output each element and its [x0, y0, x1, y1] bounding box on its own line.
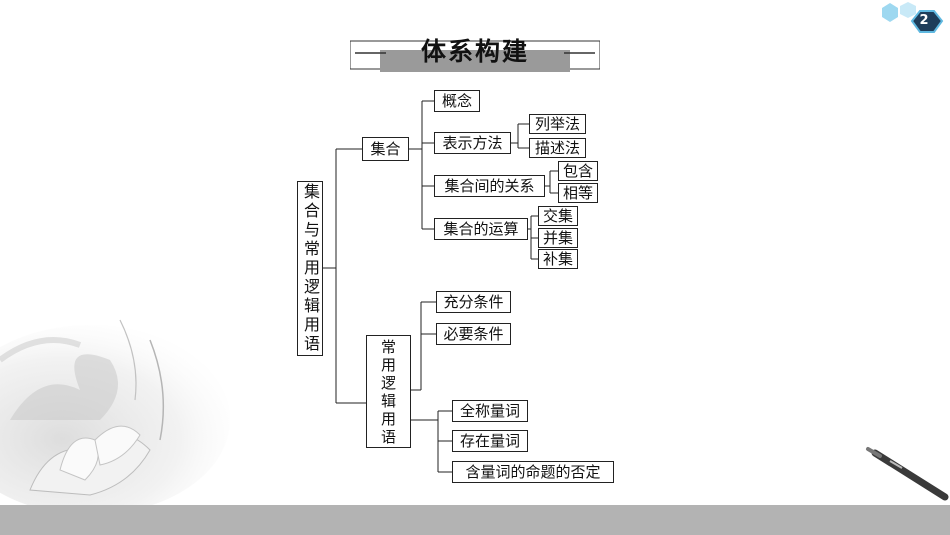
node-universal-label: 全称量词: [459, 401, 520, 420]
node-intersection-label: 交集: [542, 206, 573, 225]
node-logic-label: 常用逻辑用语: [380, 337, 396, 446]
node-logic: 常用逻辑用语: [366, 335, 411, 448]
node-existential: 存在量词: [452, 430, 528, 452]
footer-bar: [0, 505, 950, 535]
node-necessary-label: 必要条件: [443, 324, 504, 343]
node-union-label: 并集: [542, 228, 573, 247]
node-operations: 集合的运算: [434, 218, 528, 240]
node-existential-label: 存在量词: [459, 431, 520, 450]
node-subset-label: 包含: [562, 161, 593, 180]
section-title: 体系构建: [420, 37, 529, 66]
node-relations: 集合间的关系: [434, 175, 545, 197]
node-intersection: 交集: [538, 206, 578, 226]
node-description: 描述法: [529, 138, 586, 158]
node-representation-label: 表示方法: [442, 133, 503, 152]
node-enumeration: 列举法: [529, 114, 586, 134]
node-necessary: 必要条件: [436, 323, 511, 345]
node-negation: 含量词的命题的否定: [452, 461, 614, 483]
node-subset: 包含: [558, 161, 598, 181]
node-negation-label: 含量词的命题的否定: [465, 462, 601, 481]
node-set: 集合: [362, 137, 409, 161]
page-number-badge: [882, 2, 944, 33]
node-sufficient-label: 充分条件: [443, 292, 504, 311]
node-complement-label: 补集: [542, 249, 573, 268]
node-equal: 相等: [558, 183, 598, 203]
page-number: 2: [919, 13, 929, 28]
node-description-label: 描述法: [534, 138, 580, 157]
node-complement: 补集: [538, 249, 578, 269]
node-relations-label: 集合间的关系: [444, 176, 535, 195]
node-operations-label: 集合的运算: [443, 219, 519, 238]
node-concept: 概念: [434, 90, 480, 112]
root-node: 集合与常用逻辑用语: [297, 181, 323, 356]
root-label: 集合与常用逻辑用语: [301, 183, 320, 354]
lotus-painting-decoration: [0, 319, 230, 505]
title-banner: [350, 40, 600, 72]
node-sufficient: 充分条件: [436, 291, 511, 313]
node-representation: 表示方法: [434, 132, 511, 154]
node-concept-label: 概念: [441, 91, 472, 110]
node-union: 并集: [538, 228, 578, 248]
ink-brush-decoration: [866, 447, 949, 501]
node-set-label: 集合: [370, 139, 401, 158]
node-equal-label: 相等: [562, 183, 593, 202]
node-universal: 全称量词: [452, 400, 528, 422]
node-enumeration-label: 列举法: [534, 114, 580, 133]
